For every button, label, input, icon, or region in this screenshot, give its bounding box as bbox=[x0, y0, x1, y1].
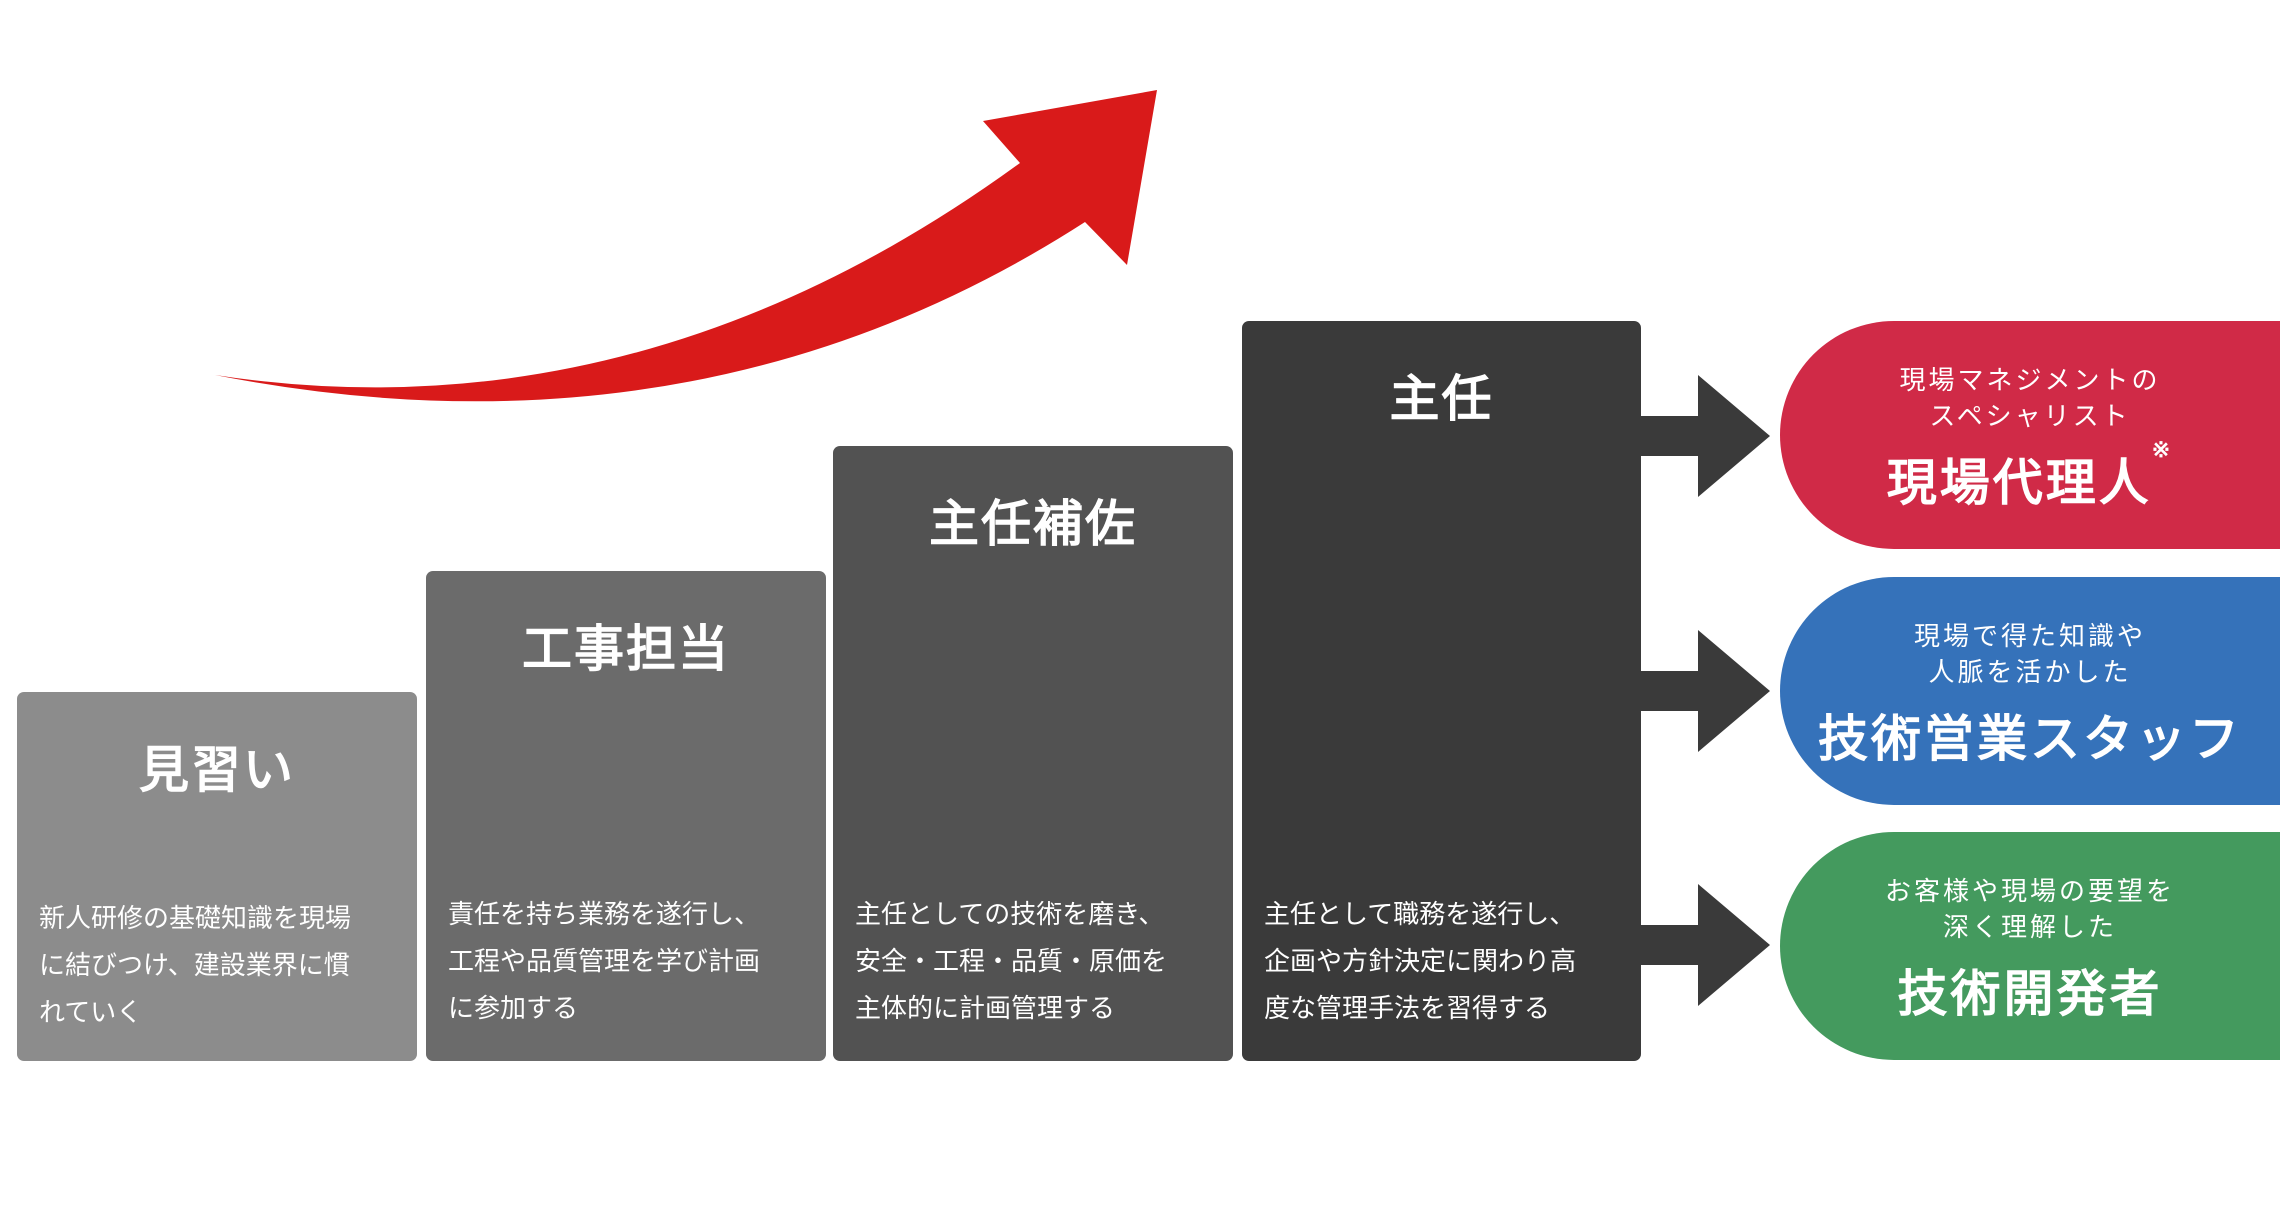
career-subtitle: 現場マネジメントの bbox=[1899, 366, 2161, 396]
desc-line: に参加する bbox=[448, 994, 579, 1024]
desc-line: 安全・工程・品質・原価を bbox=[855, 947, 1168, 977]
desc-line: 主任としての技術を磨き、 bbox=[855, 900, 1165, 930]
desc-line: 新人研修の基礎知識を現場 bbox=[39, 904, 352, 934]
career-site-agent: 現場マネジメントの スペシャリスト 現場代理人※ bbox=[1780, 321, 2280, 549]
career-tech-developer: お客様や現場の要望を 深く理解した 技術開発者 bbox=[1780, 832, 2280, 1060]
career-subtitle: 人脈を活かした bbox=[1928, 658, 2132, 688]
step-title: 主任補佐 bbox=[929, 494, 1137, 553]
footnote-mark: ※ bbox=[2151, 437, 2174, 463]
career-title: 技術開発者 bbox=[1897, 964, 2163, 1023]
desc-line: れていく bbox=[39, 998, 143, 1028]
desc-line: 工程や品質管理を学び計画 bbox=[448, 947, 761, 977]
step-description: 主任としての技術を磨き、 安全・工程・品質・原価を 主体的に計画管理する bbox=[855, 892, 1219, 1033]
desc-line: 主任として職務を遂行し、 bbox=[1264, 900, 1576, 930]
step-construction: 工事担当 責任を持ち業務を遂行し、 工程や品質管理を学び計画 に参加する bbox=[426, 571, 826, 1061]
desc-line: 主体的に計画管理する bbox=[855, 994, 1116, 1024]
step-description: 新人研修の基礎知識を現場 に結びつけ、建設業界に慣 れていく bbox=[39, 896, 403, 1037]
step-title: 見習い bbox=[139, 740, 295, 799]
career-title: 技術営業スタッフ bbox=[1818, 709, 2242, 768]
step-description: 責任を持ち業務を遂行し、 工程や品質管理を学び計画 に参加する bbox=[448, 892, 812, 1033]
step-title: 主任 bbox=[1389, 369, 1494, 428]
desc-line: 責任を持ち業務を遂行し、 bbox=[448, 900, 761, 930]
step-title: 工事担当 bbox=[522, 619, 730, 678]
step-description: 主任として職務を遂行し、 企画や方針決定に関わり高 度な管理手法を習得する bbox=[1264, 892, 1627, 1033]
step-apprentice: 見習い 新人研修の基礎知識を現場 に結びつけ、建設業界に慣 れていく bbox=[17, 692, 417, 1061]
branch-arrow-icon bbox=[1641, 884, 1770, 1006]
career-subtitle: 現場で得た知識や bbox=[1913, 622, 2146, 652]
growth-arrow-icon bbox=[215, 90, 1157, 402]
career-subtitle: スペシャリスト bbox=[1929, 402, 2131, 432]
career-subtitle: 深く理解した bbox=[1942, 913, 2117, 943]
career-title-text: 現場代理人 bbox=[1886, 453, 2152, 512]
branch-arrow-icon bbox=[1641, 630, 1770, 752]
career-subtitle: お客様や現場の要望を bbox=[1884, 877, 2175, 907]
branch-arrow-icon bbox=[1641, 375, 1770, 497]
desc-line: 企画や方針決定に関わり高 bbox=[1264, 947, 1577, 977]
career-title: 現場代理人※ bbox=[1780, 437, 2280, 515]
desc-line: に結びつけ、建設業界に慣 bbox=[39, 951, 350, 981]
step-assistant-chief: 主任補佐 主任としての技術を磨き、 安全・工程・品質・原価を 主体的に計画管理す… bbox=[833, 446, 1233, 1061]
step-chief: 主任 主任として職務を遂行し、 企画や方針決定に関わり高 度な管理手法を習得する bbox=[1242, 321, 1641, 1061]
desc-line: 度な管理手法を習得する bbox=[1264, 994, 1551, 1024]
career-technical-sales: 現場で得た知識や 人脈を活かした 技術営業スタッフ bbox=[1780, 577, 2280, 805]
